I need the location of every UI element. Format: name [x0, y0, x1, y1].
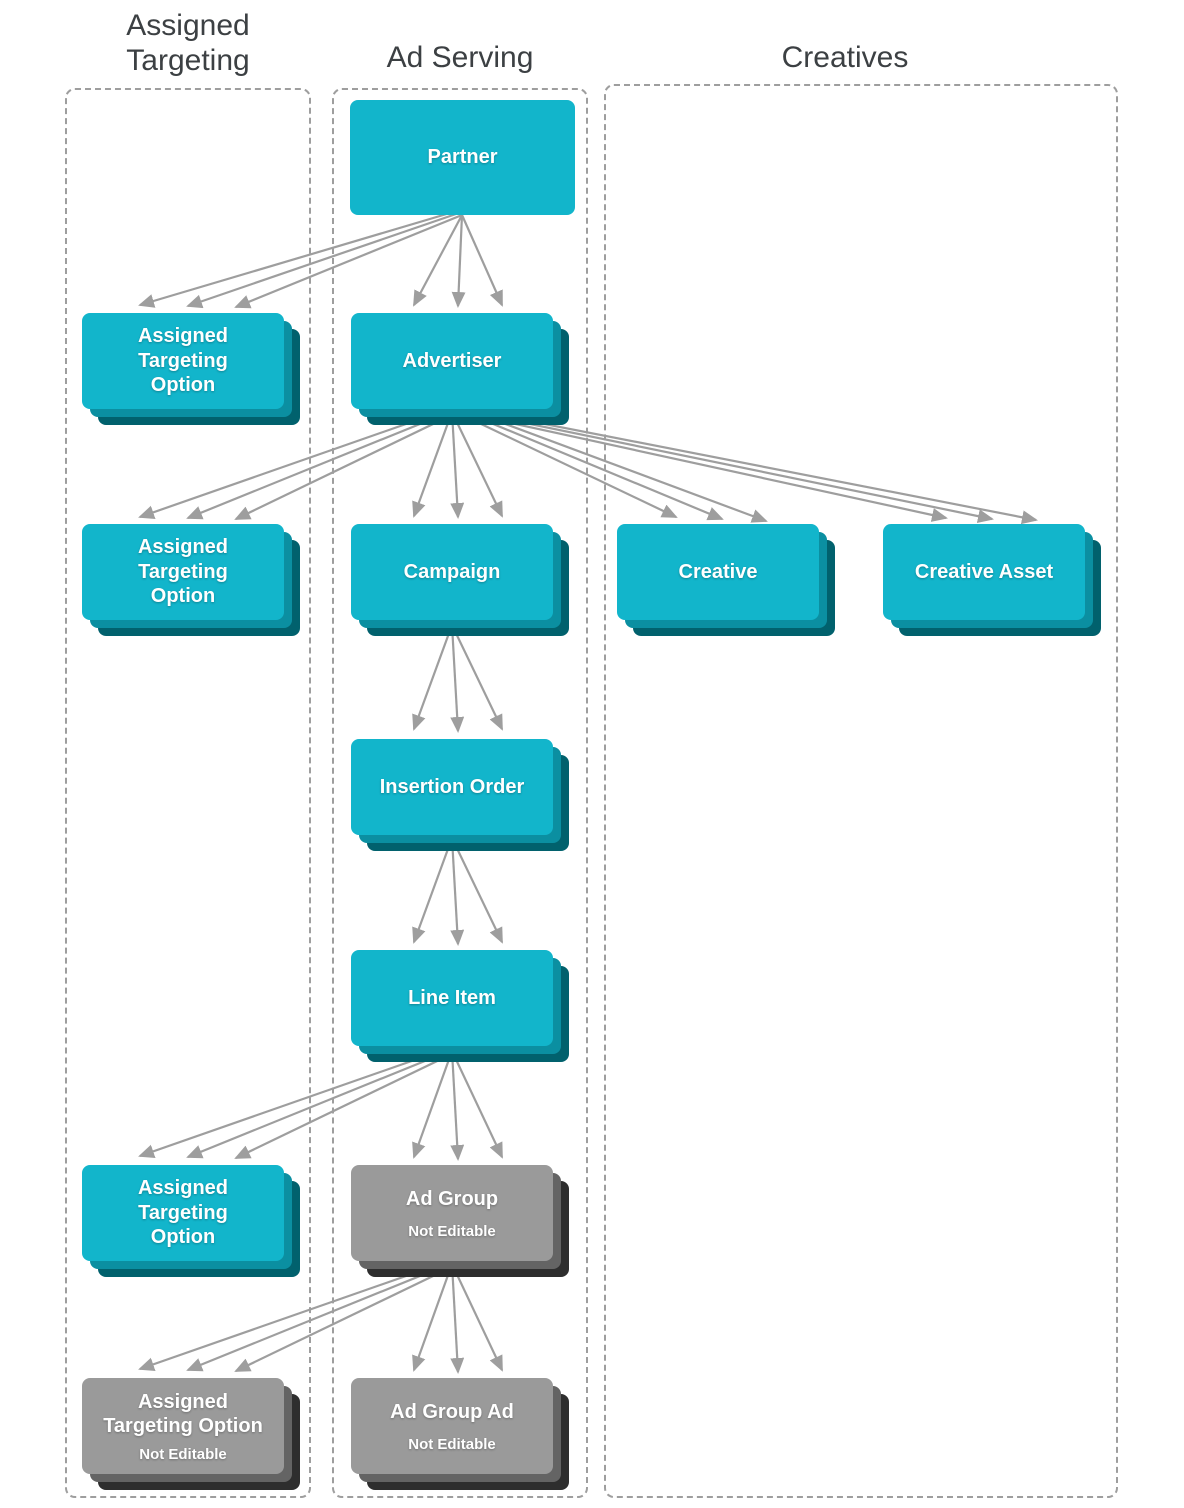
- node-insertion-order: Insertion Order: [351, 739, 553, 835]
- column-title-creatives: Creatives: [781, 41, 909, 74]
- node-advertiser: Advertiser: [351, 313, 553, 409]
- node-partner: Partner: [350, 100, 575, 215]
- node-creative-asset: Creative Asset: [883, 524, 1085, 620]
- container-creatives: [604, 84, 1118, 1498]
- node-assigned-targeting-option-advertiser: Assigned Targeting Option: [82, 524, 284, 620]
- node-line-item: Line Item: [351, 950, 553, 1046]
- node-ad-group: Ad Group Not Editable: [351, 1165, 553, 1261]
- node-campaign: Campaign: [351, 524, 553, 620]
- column-title-assigned-targeting: Assigned Targeting: [126, 9, 250, 78]
- node-assigned-targeting-option-partner: Assigned Targeting Option: [82, 313, 284, 409]
- container-ad-serving: [332, 88, 588, 1498]
- node-assigned-targeting-option-not-editable: Assigned Targeting Option Not Editable: [82, 1378, 284, 1474]
- node-creative: Creative: [617, 524, 819, 620]
- container-assigned-targeting: [65, 88, 311, 1498]
- column-title-ad-serving: Ad Serving: [386, 41, 534, 74]
- node-assigned-targeting-option-line-item: Assigned Targeting Option: [82, 1165, 284, 1261]
- node-ad-group-ad: Ad Group Ad Not Editable: [351, 1378, 553, 1474]
